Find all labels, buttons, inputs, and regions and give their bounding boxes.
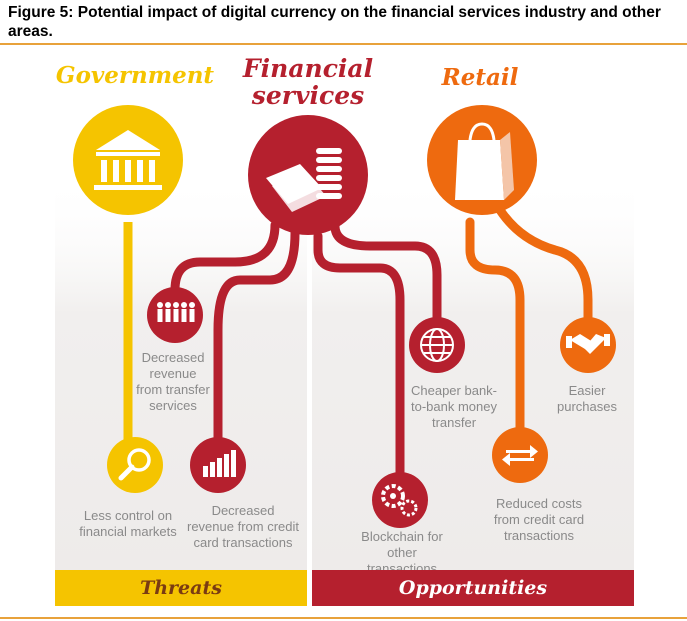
government-heading: Government [55, 62, 215, 89]
globe-icon [420, 328, 454, 362]
transfer-revenue-label: Decreased revenue from transfer services [136, 350, 210, 413]
gears-icon [381, 484, 418, 517]
cash-coins-icon [266, 148, 342, 212]
exchange-arrows-icon [502, 445, 538, 466]
easier-purchases-label: Easier purchases [557, 383, 617, 414]
bottom-rule [0, 617, 687, 619]
control-circle [107, 437, 163, 493]
bank-transfer-label: Cheaper bank- to-bank money transfer [411, 383, 497, 430]
reduced-costs-circle [492, 427, 548, 483]
financial-connectors [170, 220, 442, 485]
people-group-icon [157, 302, 195, 322]
retail-connectors [465, 205, 593, 435]
magnifier-icon [118, 448, 151, 481]
less-control-label: Less control on financial markets [79, 508, 177, 539]
threats-panel [55, 175, 307, 570]
threats-band: Threats [55, 570, 307, 606]
credit-revenue-label: Decreased revenue from credit card trans… [187, 503, 299, 550]
opportunities-band: Opportunities [312, 570, 634, 606]
shopping-bag-icon [455, 122, 514, 200]
figure-caption: Figure 5: Potential impact of digital cu… [8, 4, 661, 40]
financial-heading: Financial services [228, 55, 388, 109]
blockchain-circle [372, 472, 428, 528]
financial-heading-line1: Financial [242, 54, 374, 83]
caption-rule [0, 43, 687, 45]
financial-heading-line2: services [251, 81, 365, 110]
bank-building-icon [94, 130, 162, 190]
reduced-costs-label: Reduced costs from credit card transacti… [493, 496, 585, 543]
retail-heading: Retail [441, 64, 519, 91]
handshake-icon [566, 334, 610, 354]
bar-chart-icon [203, 450, 236, 477]
